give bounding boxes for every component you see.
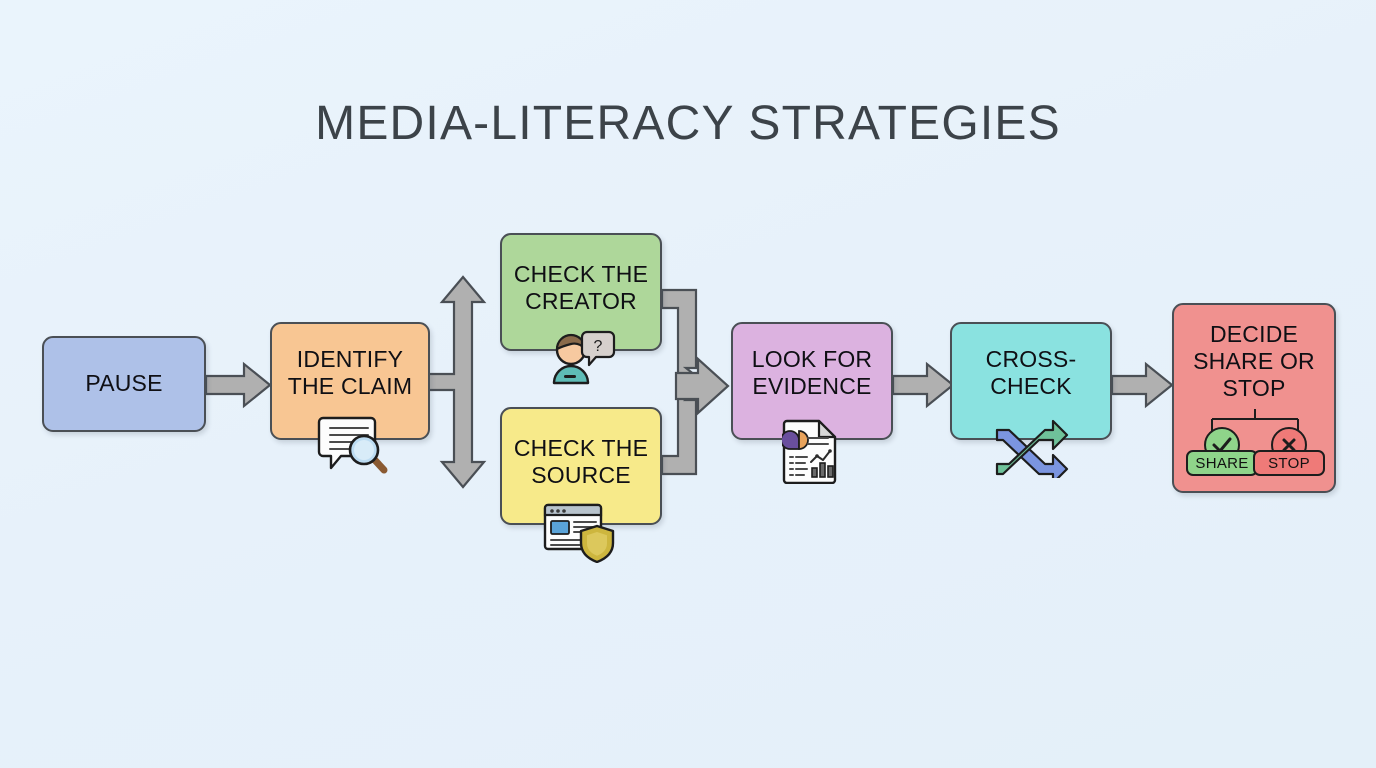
stop-badge[interactable]: STOP — [1253, 450, 1325, 476]
speech-bubble-magnifier-icon — [317, 412, 393, 483]
node-decide-label-line1: DECIDE — [1209, 321, 1299, 347]
shuffle-arrows-icon — [991, 416, 1071, 485]
person-question-icon: ? — [546, 329, 616, 390]
arrow-merge-head-to-evidence — [674, 356, 730, 416]
browser-shield-icon — [541, 501, 621, 568]
node-identify-label-line2: THE CLAIM — [287, 373, 413, 400]
node-pause[interactable]: PAUSE — [42, 336, 206, 432]
report-chart-icon — [780, 418, 842, 489]
share-badge[interactable]: SHARE — [1186, 450, 1258, 476]
node-evidence-label-line2: EVIDENCE — [752, 373, 872, 400]
node-crosscheck-label-line1: CROSS- — [985, 346, 1077, 372]
node-creator-label-line2: CREATOR — [525, 288, 637, 315]
arrow-crosscheck-to-decide — [1110, 361, 1174, 409]
svg-text:?: ? — [594, 338, 603, 355]
arrow-pause-to-identify — [204, 361, 272, 409]
node-decide-share-or-stop[interactable]: DECIDE SHARE OR STOP SHARE STOP — [1172, 303, 1336, 493]
node-evidence-label-line1: LOOK FOR — [751, 346, 873, 372]
node-identify-the-claim[interactable]: IDENTIFY THE CLAIM — [270, 322, 430, 474]
node-cross-check[interactable]: CROSS- CHECK — [950, 322, 1112, 485]
node-identify-label-line1: IDENTIFY — [296, 346, 404, 372]
node-creator-label-line1: CHECK THE — [513, 261, 649, 287]
node-source-label-line1: CHECK THE — [513, 435, 649, 461]
node-pause-label: PAUSE — [85, 370, 163, 397]
page-title: MEDIA-LITERACY STRATEGIES — [315, 97, 1061, 150]
node-decide-label-line3: STOP — [1222, 375, 1286, 402]
node-check-the-creator[interactable]: CHECK THE CREATOR ? — [500, 233, 662, 385]
node-decide-label-line2: SHARE OR — [1193, 348, 1315, 375]
node-check-the-source[interactable]: CHECK THE SOURCE — [500, 407, 662, 564]
share-badge-label: SHARE — [1195, 454, 1249, 472]
stop-badge-label: STOP — [1268, 454, 1310, 472]
arrow-evidence-to-crosscheck — [891, 361, 955, 409]
arrow-fork-identify-to-checks — [426, 275, 487, 489]
decision-branch-icon — [1211, 409, 1299, 431]
node-look-for-evidence[interactable]: LOOK FOR EVIDENCE — [731, 322, 893, 485]
node-crosscheck-label-line2: CHECK — [990, 373, 1072, 400]
node-source-label-line2: SOURCE — [531, 462, 631, 489]
